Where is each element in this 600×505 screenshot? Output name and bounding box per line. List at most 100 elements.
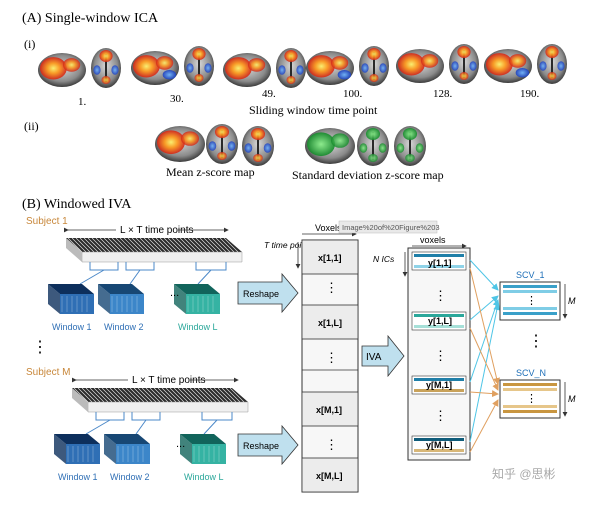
- x-dots-3: ⋮: [325, 437, 338, 452]
- subject-m-data-slab: [72, 387, 249, 413]
- brain-sagittal-image: [223, 53, 271, 87]
- sub-i-label: (i): [24, 37, 35, 51]
- y-band: [411, 251, 467, 271]
- subject-1-data-slab: [66, 237, 243, 263]
- subject-1-windows: [48, 284, 220, 314]
- brain-axial-image: [276, 48, 306, 88]
- x-entry-1-l: x[1,L]: [318, 318, 342, 328]
- window-1-label: Window 1: [52, 322, 92, 332]
- window-block: [174, 284, 220, 314]
- brain-sagittal-image: [38, 53, 86, 87]
- brain-sagittal-image: [306, 51, 354, 85]
- scv-1-label: SCV_1: [516, 270, 545, 280]
- y-component-bands: [411, 251, 467, 455]
- time-point-label: 1.: [78, 96, 87, 108]
- window-brackets-1: [79, 262, 227, 285]
- x-entry-m-l: x[M,L]: [316, 471, 343, 481]
- panel-b-title: (B) Windowed IVA: [22, 197, 132, 212]
- reshape-label-m: Reshape: [243, 441, 279, 451]
- y-dots-2: ⋮: [434, 348, 447, 363]
- brain-axial-image: [449, 44, 479, 84]
- brain-axial-image: [242, 126, 274, 166]
- time-points-label-bottom: L × T time points: [132, 375, 205, 386]
- reshape-label: Reshape: [243, 289, 279, 299]
- watermark: 知乎 @思彬: [492, 467, 556, 481]
- mean-zscore-label: Mean z-score map: [166, 165, 255, 179]
- window-block: [54, 434, 100, 464]
- window-l-label-m: Window L: [184, 472, 224, 482]
- image-tooltip: [338, 220, 438, 234]
- dots-windows-m: ...: [176, 438, 185, 450]
- y-entry-m-1: y[M,1]: [426, 380, 452, 390]
- subject-1-label: Subject 1: [26, 216, 68, 227]
- y-entry-m-l: y[M,L]: [426, 440, 453, 450]
- brain-sagittal-image: [484, 49, 532, 83]
- brain-axial-image: [394, 126, 426, 166]
- y-entry-1-l: y[1,L]: [428, 316, 452, 326]
- sub-ii-label: (ii): [24, 119, 39, 133]
- subject-m-label: Subject M: [26, 367, 70, 378]
- dots-windows-1: ...: [170, 287, 179, 299]
- brain-sagittal-image: [131, 51, 179, 85]
- window-block: [180, 434, 226, 464]
- window-block: [104, 434, 150, 464]
- voxels-label: Voxels: [315, 223, 342, 233]
- brain-sagittal-image: [396, 49, 444, 83]
- x-entry-1-1: x[1,1]: [318, 253, 342, 263]
- scv-n-dots: ⋮: [526, 393, 537, 405]
- window-l-label: Window L: [178, 322, 218, 332]
- image-tooltip-text: Image%20of%20Figure%203: [342, 223, 440, 232]
- t-time-points-label: T time points: [264, 240, 313, 250]
- brain-sagittal-image: [305, 128, 355, 164]
- time-point-label: 190.: [520, 88, 540, 100]
- iva-label: IVA: [366, 352, 382, 363]
- brain-axial-image: [359, 46, 389, 86]
- x-dots-2: ⋮: [325, 350, 338, 365]
- brain-sagittal-image: [155, 126, 205, 162]
- brain-axial-image: [184, 46, 214, 86]
- y-dots-1: ⋮: [434, 288, 447, 303]
- x-dots-1: ⋮: [325, 280, 338, 295]
- scv-1-m-label: M: [568, 296, 576, 306]
- y-band: [411, 311, 467, 331]
- scv-n-label: SCV_N: [516, 368, 546, 378]
- window-1-label-m: Window 1: [58, 472, 98, 482]
- time-points-label-top: L × T time points: [120, 225, 193, 236]
- y-entry-1-1: y[1,1]: [428, 258, 452, 268]
- iva-arrow: IVA: [361, 334, 405, 378]
- reshape-arrow-bottom: Reshape: [237, 424, 299, 466]
- sliding-window-axis-label: Sliding window time point: [249, 103, 378, 117]
- std-zscore-label: Standard deviation z-score map: [292, 168, 444, 182]
- y-band: [411, 375, 467, 395]
- scv-n-box: [499, 379, 561, 419]
- reshape-arrow-top: Reshape: [237, 272, 299, 314]
- y-voxels-label: voxels: [420, 235, 446, 245]
- brain-maps-row-ii: [155, 124, 426, 166]
- brain-axial-image: [91, 48, 121, 88]
- window-brackets-m: [85, 412, 233, 435]
- scv-connection-lines: [469, 259, 501, 453]
- subject-m-windows: [54, 434, 226, 464]
- y-dots-3: ⋮: [434, 408, 447, 423]
- time-point-labels: 1. 30. 49. 100. 128. 190.: [78, 88, 540, 108]
- scv-1-box: [499, 281, 561, 321]
- y-band: [411, 435, 467, 455]
- time-point-label: 49.: [262, 88, 276, 100]
- panel-a-title: (A) Single-window ICA: [22, 11, 159, 26]
- time-point-label: 30.: [170, 93, 184, 105]
- window-block: [98, 284, 144, 314]
- brain-axial-image: [357, 126, 389, 166]
- window-2-label: Window 2: [104, 322, 144, 332]
- brain-maps-row-i: [38, 44, 567, 88]
- n-ics-label: N ICs: [373, 254, 395, 264]
- window-2-label-m: Window 2: [110, 472, 150, 482]
- scv-1-dots: ⋮: [526, 295, 537, 307]
- subjects-vertical-dots: ⋮: [32, 339, 48, 356]
- scv-vertical-dots: ⋮: [528, 333, 544, 350]
- brain-axial-image: [537, 44, 567, 84]
- window-block: [48, 284, 94, 314]
- scv-n-m-label: M: [568, 394, 576, 404]
- brain-axial-image: [206, 124, 238, 164]
